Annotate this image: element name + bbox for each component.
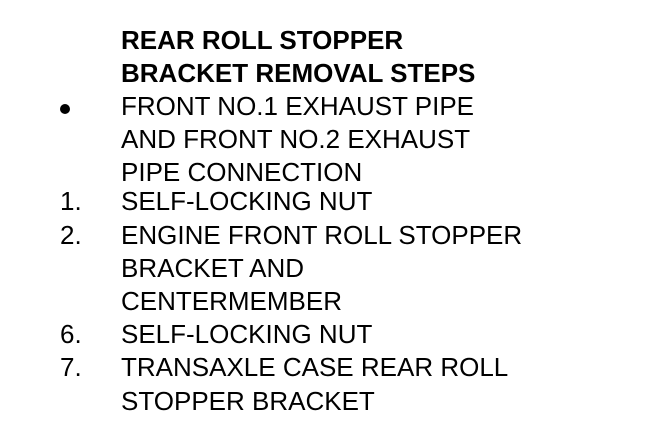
step-2-line-2: BRACKET AND — [121, 253, 305, 283]
title-line-2: BRACKET REMOVAL STEPS — [121, 58, 476, 88]
bullet-icon — [60, 104, 70, 114]
step-bullet-line-3: PIPE CONNECTION — [121, 157, 363, 187]
title-line-1: REAR ROLL STOPPER — [121, 25, 404, 55]
step-2-line-1: ENGINE FRONT ROLL STOPPER — [121, 220, 523, 250]
step-7-number: 7. — [60, 352, 82, 382]
step-7-line-1: TRANSAXLE CASE REAR ROLL — [121, 352, 509, 382]
step-6-number: 6. — [60, 319, 82, 349]
step-2-number: 2. — [60, 220, 82, 250]
step-bullet-line-2: AND FRONT NO.2 EXHAUST — [121, 124, 471, 154]
step-1-line-1: SELF-LOCKING NUT — [121, 186, 373, 216]
step-bullet-line-1: FRONT NO.1 EXHAUST PIPE — [121, 91, 475, 121]
step-7-line-2: STOPPER BRACKET — [121, 386, 375, 416]
step-2-line-3: CENTERMEMBER — [121, 286, 343, 316]
step-6-line-1: SELF-LOCKING NUT — [121, 319, 373, 349]
step-1-number: 1. — [60, 186, 82, 216]
